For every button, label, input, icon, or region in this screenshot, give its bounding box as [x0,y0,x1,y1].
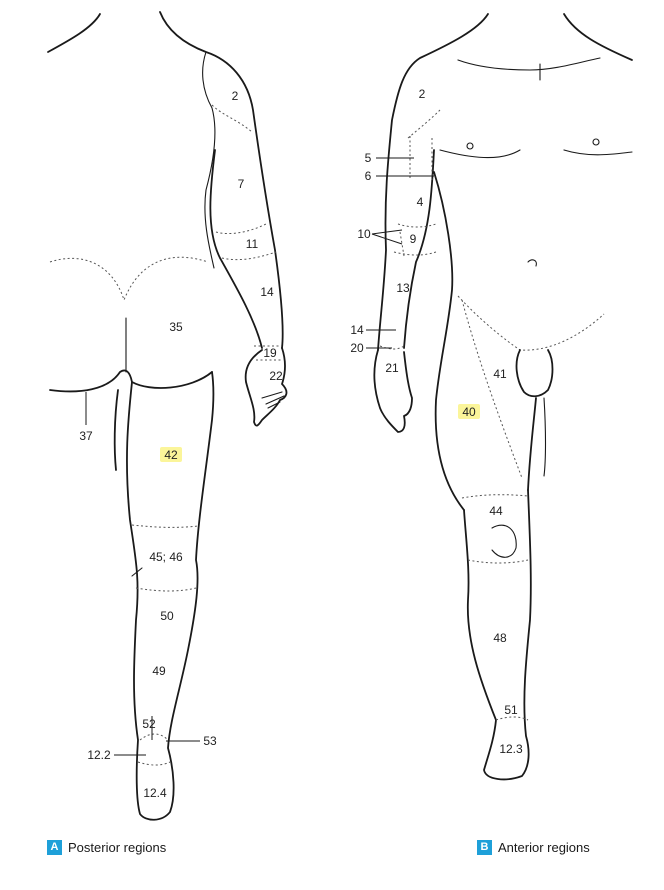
caption-b-badge: B [477,840,492,855]
label-posterior-19: 19 [263,346,277,360]
label-posterior-7: 7 [238,177,245,191]
caption-posterior: A Posterior regions [47,840,166,855]
anterior-labels: 2 5 6 4 10 9 13 14 20 21 41 40 44 48 51 … [350,87,523,756]
label-posterior-45-46: 45; 46 [149,550,183,564]
anterior-leg [463,489,532,781]
label-anterior-41: 41 [493,367,507,381]
label-anterior-2: 2 [419,87,426,101]
posterior-neck-shoulder [47,11,284,349]
label-posterior-22: 22 [269,369,283,383]
label-posterior-12-4: 12.4 [143,786,167,800]
posterior-gluteal-dash [49,256,209,302]
posterior-arm-inner [209,149,263,349]
caption-a-badge: A [47,840,62,855]
posterior-buttocks [49,369,213,393]
caption-posterior-text: Posterior regions [68,840,167,855]
label-posterior-49: 49 [152,664,166,678]
label-anterior-14: 14 [350,323,364,337]
anterior-figure [366,13,633,781]
label-posterior-50: 50 [160,609,174,623]
posterior-left-leg [126,371,215,821]
label-anterior-6: 6 [365,169,372,183]
label-anterior-40: 40 [462,405,476,419]
label-posterior-12-2: 12.2 [87,748,111,762]
label-posterior-52: 52 [142,717,156,731]
posterior-hand [244,347,288,427]
label-anterior-5: 5 [365,151,372,165]
label-anterior-10: 10 [357,227,371,241]
anterior-hand [373,349,413,433]
anterior-arm-outer [403,149,435,349]
label-anterior-20: 20 [350,341,364,355]
caption-anterior-text: Anterior regions [498,840,590,855]
posterior-right-leg-edge [113,389,119,471]
label-posterior-37: 37 [79,429,93,443]
label-anterior-44: 44 [489,504,503,518]
label-anterior-21: 21 [385,361,399,375]
posterior-back-curve [202,51,216,269]
label-posterior-42: 42 [164,448,178,462]
label-posterior-14: 14 [260,285,274,299]
anterior-pectoral [439,149,633,159]
highlight-42 [160,447,182,462]
label-posterior-11: 11 [246,237,259,251]
posterior-figure [47,11,288,821]
anterior-genitals [515,349,554,398]
label-anterior-13: 13 [396,281,410,295]
label-posterior-2: 2 [232,89,239,103]
anterior-shoulders [377,13,489,351]
label-anterior-9: 9 [410,232,417,246]
anterior-inguinal-dash [457,295,605,351]
label-anterior-51: 51 [504,703,518,717]
caption-anterior: B Anterior regions [477,840,590,855]
label-anterior-12-3: 12.3 [499,742,523,756]
label-posterior-35: 35 [169,320,183,334]
label-anterior-4: 4 [417,195,424,209]
anterior-clavicle [457,57,601,71]
label-anterior-48: 48 [493,631,507,645]
label-posterior-53: 53 [203,734,217,748]
posterior-labels: 2 7 11 14 19 22 35 37 42 45; 46 50 49 52… [79,89,283,800]
highlight-40 [458,404,480,419]
